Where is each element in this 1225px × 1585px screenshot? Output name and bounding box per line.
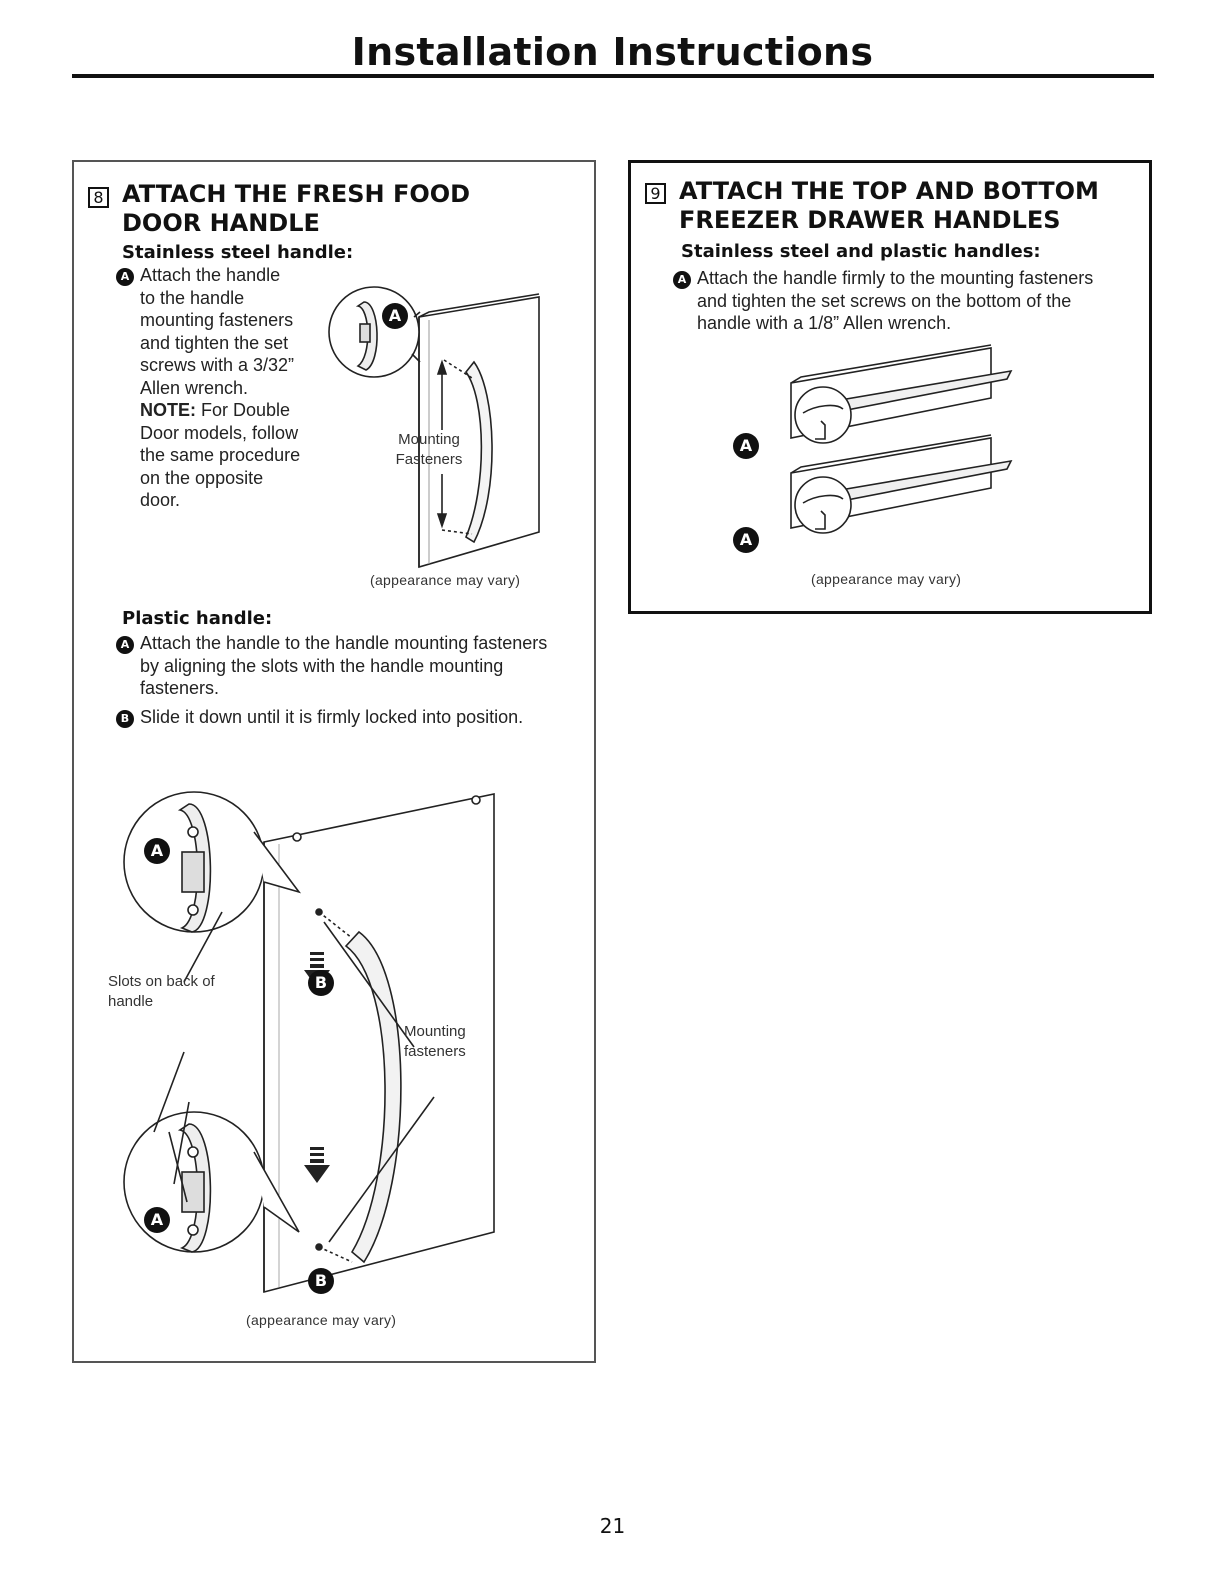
step-8-heading-line1: ATTACH THE FRESH FOOD: [122, 180, 471, 208]
step-9-heading-line1: ATTACH THE TOP AND BOTTOM: [679, 177, 1099, 205]
stainless-mounting-label: Mounting Fasteners: [395, 431, 463, 468]
plastic-mounting-label: Mounting fasteners: [404, 1023, 466, 1060]
note-label: NOTE:: [140, 400, 196, 420]
step-9-line-3: handle with a 1/8” Allen wrench.: [697, 313, 952, 333]
step-8-number: 8: [88, 187, 109, 208]
plastic-badge-b-mid: B: [308, 970, 334, 996]
stainless-line-6: Allen wrench.: [140, 377, 249, 398]
drawer-badge-bottom: A: [733, 527, 759, 553]
step-a-badge: A: [116, 268, 134, 286]
plastic-badge-a-top: A: [144, 838, 170, 864]
step-9-number: 9: [645, 183, 666, 204]
step-8-heading-line2: DOOR HANDLE: [122, 209, 320, 237]
stainless-handle-figure: [328, 286, 540, 569]
note-line-4: on the opposite: [140, 467, 264, 488]
stainless-line-4: and tighten the set: [140, 332, 289, 353]
plastic-handle: [344, 930, 402, 1264]
step-9-panel: 9 ATTACH THE TOP AND BOTTOM FREEZER DRAW…: [628, 160, 1152, 614]
note-line-3: the same procedure: [140, 445, 301, 465]
stainless-line-3: mounting fasteners: [140, 310, 294, 330]
drawer-badge-top: A: [733, 433, 759, 459]
step-9-heading-line2: FREEZER DRAWER HANDLES: [679, 206, 1061, 234]
title-rule: [72, 74, 1154, 78]
note-line-2: Door models, follow: [140, 422, 299, 443]
page-title: Installation Instructions: [351, 30, 874, 74]
stainless-line-5: screws with a 3/32”: [140, 355, 295, 375]
step-9-subhead: Stainless steel and plastic handles:: [681, 241, 1041, 262]
plastic-caption: (appearance may vary): [246, 1312, 397, 1328]
plastic-badge-a-bottom: A: [144, 1207, 170, 1233]
step-9-line-2: and tighten the set screws on the bottom…: [697, 290, 1072, 311]
step-9-caption: (appearance may vary): [811, 571, 962, 587]
plastic-badge-b-bottom: B: [308, 1268, 334, 1294]
plastic-step-b-badge: B: [116, 709, 134, 728]
door-handle: [464, 360, 493, 544]
slots-label: Slots on back of handle: [108, 973, 215, 1010]
stainless-caption: (appearance may vary): [370, 572, 521, 588]
drawer-handles-figure: [790, 344, 1013, 534]
stainless-subhead: Stainless steel handle:: [122, 242, 354, 263]
step-9-badge: A: [673, 271, 691, 289]
plastic-step-a-badge: A: [116, 636, 134, 654]
plastic-step-a-line-3: fasteners.: [140, 678, 220, 698]
note-line-5: door.: [140, 490, 181, 510]
page-number: 21: [599, 1514, 626, 1538]
stainless-line-2: to the handle: [140, 287, 245, 308]
stainless-figure-badge: A: [382, 303, 408, 329]
plastic-handle-figure: [123, 791, 495, 1294]
plastic-subhead: Plastic handle:: [122, 608, 273, 629]
plastic-step-a-line-2: by aligning the slots with the handle mo…: [140, 655, 504, 676]
step-8-panel: 8 ATTACH THE FRESH FOOD DOOR HANDLE Stai…: [72, 160, 596, 1363]
note-line-1: NOTE: For Double: [140, 400, 291, 420]
